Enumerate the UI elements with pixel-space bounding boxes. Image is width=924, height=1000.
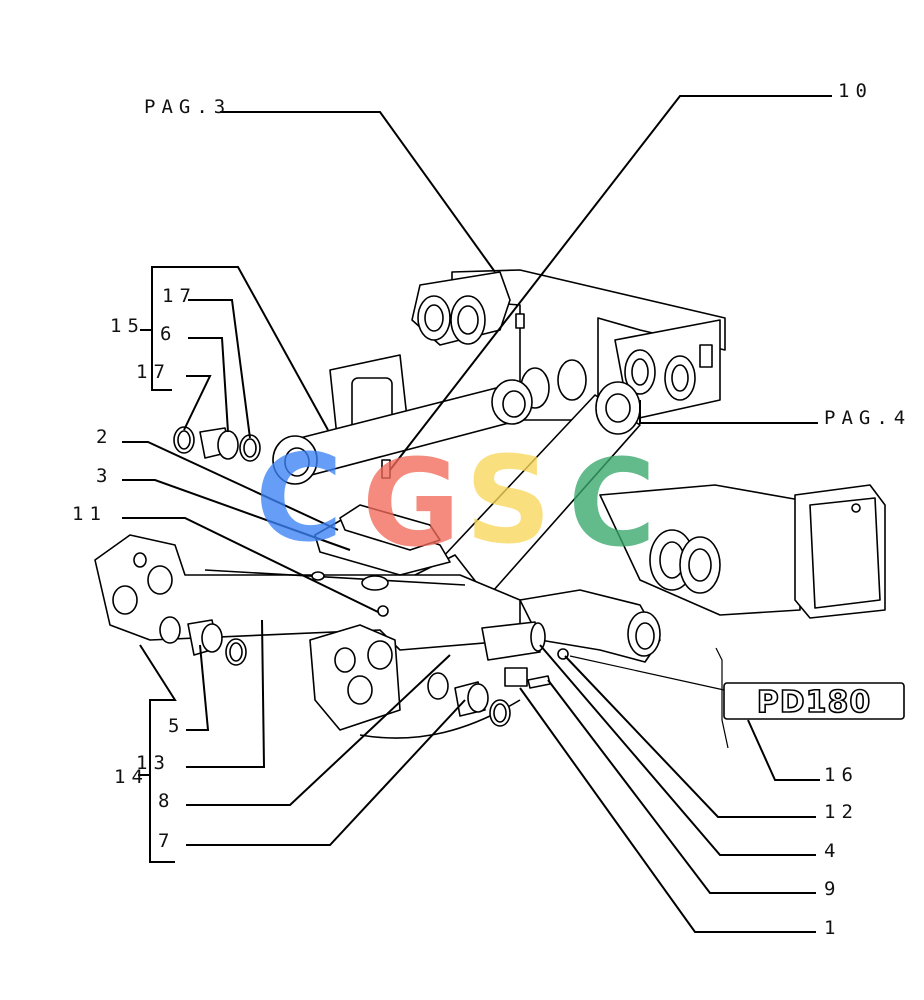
callout-9: 9	[824, 878, 841, 900]
watermark-letter-c2: C	[568, 435, 656, 574]
callout-10: 10	[838, 80, 873, 102]
watermark-logo: C G S C	[255, 430, 656, 574]
callout-11: 11	[72, 503, 107, 525]
callout-17-lower: 17	[136, 361, 171, 383]
callout-6: 6	[160, 323, 177, 345]
watermark-letter-s: S	[465, 432, 551, 571]
callout-14: 14	[114, 766, 149, 788]
callout-labels: PAG.3 PAG.4 10 17 15 6 17 2 3 11 5 13 14…	[72, 80, 911, 939]
callout-7: 7	[158, 830, 175, 852]
callout-4: 4	[824, 840, 841, 862]
callout-5: 5	[168, 715, 185, 737]
callout-8: 8	[158, 790, 175, 812]
upper-link-arm	[272, 379, 533, 485]
watermark-letter-c1: C	[255, 430, 343, 569]
callout-2: 2	[96, 426, 113, 448]
bushing-set-lower	[159, 616, 511, 727]
callout-12: 12	[824, 801, 859, 823]
decal-label: PD180	[757, 685, 872, 720]
pin-and-bolt	[381, 459, 569, 689]
pad-assembly	[314, 504, 451, 576]
callout-13: 13	[136, 752, 171, 774]
callout-15: 15	[110, 315, 145, 337]
callout-17-upper: 17	[162, 285, 197, 307]
page-ref-top: PAG.3	[144, 96, 231, 118]
right-boom-section	[599, 484, 886, 619]
leader-lines	[122, 95, 832, 933]
bushing-set-upper	[173, 426, 261, 462]
callout-3: 3	[96, 465, 113, 487]
page-ref-right: PAG.4	[824, 407, 911, 429]
callout-16: 16	[824, 764, 859, 786]
watermark-letter-g: G	[362, 435, 461, 574]
pd180-decal: PD180	[715, 647, 905, 749]
callout-1: 1	[824, 917, 841, 939]
